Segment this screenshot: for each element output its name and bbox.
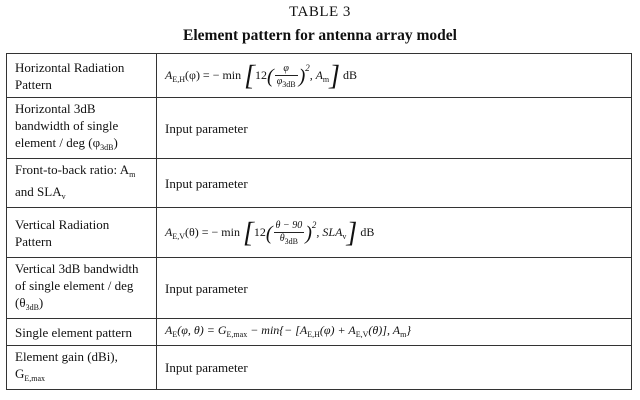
value-vertical-3db-bandwidth: Input parameter xyxy=(156,257,632,319)
row-label-single-element-pattern: Single element pattern xyxy=(6,318,157,346)
value-element-gain: Input parameter xyxy=(156,345,632,390)
row-label-front-to-back-ratio: Front-to-back ratio: Am and SLAv xyxy=(6,158,157,208)
table-number: TABLE 3 xyxy=(289,4,351,20)
table-row: Horizontal Radiation Pattern AE,H(φ) = −… xyxy=(6,53,632,98)
row-label-horizontal-3db-bandwidth: Horizontal 3dB bandwidth of single eleme… xyxy=(6,97,157,159)
table-row: Single element pattern AE(φ, θ) = GE,max… xyxy=(6,318,632,346)
row-label-horizontal-radiation-pattern: Horizontal Radiation Pattern xyxy=(6,53,157,98)
element-pattern-table: Horizontal Radiation Pattern AE,H(φ) = −… xyxy=(6,53,632,390)
table-row: Vertical Radiation Pattern AE,V(θ) = − m… xyxy=(6,207,632,258)
table-row: Vertical 3dB bandwidth of single element… xyxy=(6,257,632,319)
formula-single-element-pattern: AE(φ, θ) = GE,max − min{− [AE,H(φ) + AE,… xyxy=(156,318,632,346)
value-horizontal-3db-bandwidth: Input parameter xyxy=(156,97,632,159)
row-label-vertical-radiation-pattern: Vertical Radiation Pattern xyxy=(6,207,157,258)
value-front-to-back-ratio: Input parameter xyxy=(156,158,632,208)
table-title: Element pattern for antenna array model xyxy=(183,27,457,44)
row-label-vertical-3db-bandwidth: Vertical 3dB bandwidth of single element… xyxy=(6,257,157,319)
table-row: Element gain (dBi), GE,max Input paramet… xyxy=(6,345,632,390)
table-row: Front-to-back ratio: Am and SLAv Input p… xyxy=(6,158,632,208)
table-row: Horizontal 3dB bandwidth of single eleme… xyxy=(6,97,632,159)
row-label-element-gain: Element gain (dBi), GE,max xyxy=(6,345,157,390)
